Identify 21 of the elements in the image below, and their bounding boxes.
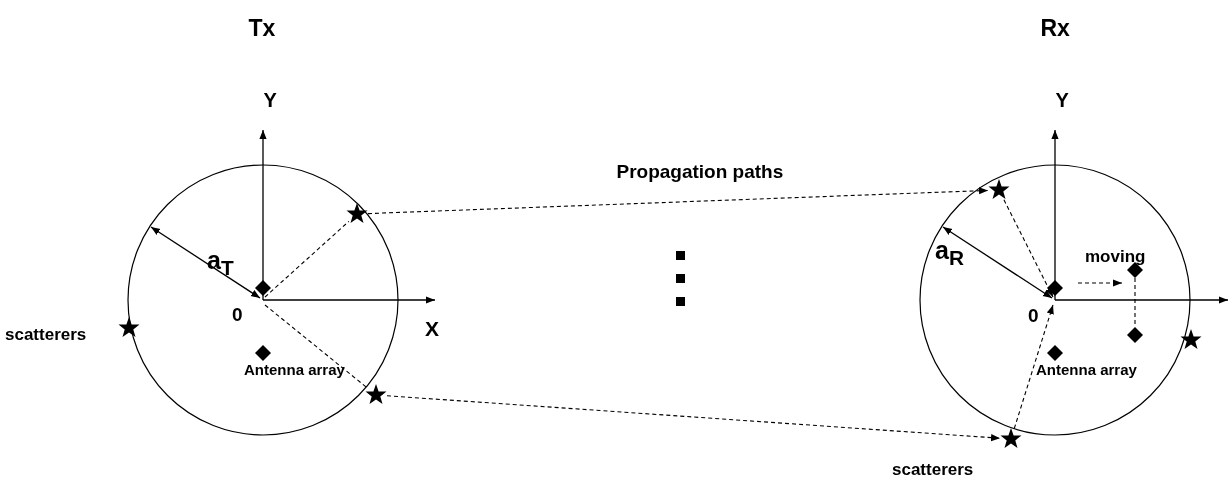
origin-label: 0: [232, 304, 243, 326]
axis-label: X: [425, 316, 439, 340]
title: Rx: [1040, 15, 1070, 41]
origin-label: 0: [1028, 305, 1039, 327]
radius-label: a$_{T}$: [207, 246, 234, 280]
path-arrow: [1013, 304, 1054, 430]
path-line: [264, 304, 368, 389]
title: Tx: [248, 15, 276, 41]
path-arrow: [367, 187, 989, 215]
antenna-label: Antenna array: [244, 362, 345, 379]
edge-label: Propagation paths: [616, 161, 784, 183]
axis-label: Y: [263, 89, 277, 111]
scatterers-label: scatterers: [892, 460, 974, 480]
path-line: [264, 220, 350, 298]
antenna-label: Antenna array: [1036, 362, 1137, 379]
path-arrow: [386, 395, 1001, 442]
path-arrow: [1003, 199, 1054, 298]
radius-label: a$_{R}$: [935, 236, 964, 270]
moving-label: moving: [1085, 247, 1146, 267]
scatterers-label: scatterers: [5, 325, 87, 345]
axis-label: Y: [1055, 89, 1069, 111]
